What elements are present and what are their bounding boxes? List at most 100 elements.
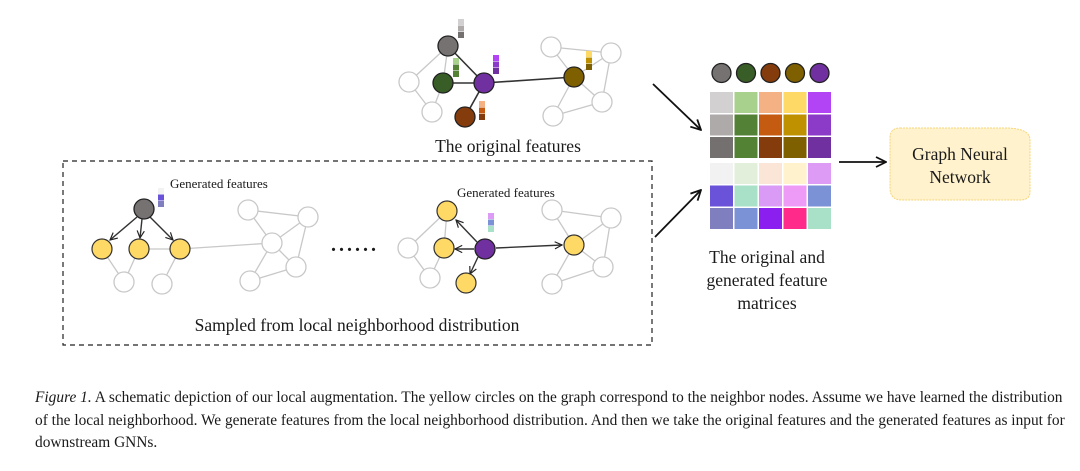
graph-node [541, 199, 563, 221]
generated-right-nodes [433, 200, 585, 294]
original-node-center-green [432, 72, 454, 94]
original-features-graph: The original features [398, 19, 622, 156]
generated-left-empty-nodes [113, 199, 319, 295]
neighbor-node [128, 238, 150, 260]
generated-right-arrows [455, 220, 562, 274]
feature-cell [453, 71, 459, 77]
center-node [474, 238, 496, 260]
feature-cell [479, 101, 485, 107]
feature-cell [158, 194, 164, 201]
generated-graph-right: Generated features [397, 185, 622, 295]
sampling-arrow [149, 216, 173, 240]
original-matrix-cell [783, 137, 807, 158]
graph-node [398, 71, 420, 93]
graph-node [397, 237, 419, 259]
neighbor-node [455, 272, 477, 294]
generated-matrix-cell [759, 208, 782, 229]
graph-node [421, 101, 443, 123]
graph-edge [483, 76, 575, 84]
original-matrix-cell [710, 92, 733, 113]
generated-features-label-right: Generated features [457, 185, 555, 200]
generated-matrix-cell [759, 185, 782, 207]
figure-label: Figure 1. [35, 389, 92, 406]
graph-node [600, 42, 622, 64]
graph-node [297, 206, 319, 228]
feature-vector-center-purple [493, 55, 499, 74]
generated-left-arrows [110, 216, 173, 240]
neighbor-node [91, 238, 113, 260]
graph-edge [179, 242, 273, 250]
neighbor-node [436, 200, 458, 222]
generated-matrix-cell [734, 163, 758, 184]
arrow-original-to-matrix [652, 83, 701, 130]
generated-features-label-left: Generated features [170, 176, 268, 191]
original-node-center-gray [437, 35, 459, 57]
gnn-box-shape [889, 127, 1031, 201]
feature-cell [479, 114, 485, 120]
sampling-arrow [110, 216, 138, 240]
arrow-generated-to-matrix [654, 190, 701, 238]
original-features-label: The original features [435, 136, 581, 156]
generated-matrix-cell [710, 208, 733, 229]
generated-matrix-cell [710, 185, 733, 207]
figure-caption: Figure 1. A schematic depiction of our l… [35, 387, 1075, 455]
gnn-label-line-1: Graph Neural [912, 144, 1008, 164]
graph-node [592, 256, 614, 278]
original-matrix-cell [808, 92, 831, 113]
original-matrix-cell [783, 114, 807, 136]
generated-left-nodes [91, 188, 191, 260]
original-node-center-olive [563, 66, 585, 88]
neighbor-node [169, 238, 191, 260]
matrix-cells [710, 92, 831, 229]
feature-cell [493, 61, 499, 68]
neighbor-node [563, 234, 585, 256]
generated-matrix-cell [759, 163, 782, 184]
generated-graph-left: Generated features [91, 176, 319, 295]
ellipsis: ...... [331, 234, 379, 256]
matrix-header-node [809, 62, 830, 84]
center-node [133, 198, 155, 220]
generated-matrix-cell [783, 185, 807, 207]
generated-matrix-cell [808, 208, 831, 229]
graph-node [261, 232, 283, 254]
graph-node [419, 267, 441, 289]
generated-matrix-cell [710, 163, 733, 184]
graph-node [542, 105, 564, 127]
gnn-box: Graph Neural Network [889, 127, 1031, 201]
feature-vector-center-brown [479, 101, 485, 120]
graph-node [151, 273, 173, 295]
feature-cell [453, 64, 459, 71]
graph-node [239, 270, 261, 292]
feature-cell [493, 55, 499, 61]
sampling-arrow [495, 245, 562, 248]
original-matrix-cell [734, 114, 758, 136]
original-graph-empty-nodes [398, 36, 622, 127]
feature-vector-center-olive [586, 51, 592, 70]
original-matrix-cell [710, 137, 733, 158]
matrix-header-nodes [711, 62, 830, 84]
generated-matrix-cell [783, 163, 807, 184]
generated-matrix-cell [808, 185, 831, 207]
original-matrix-cell [808, 137, 831, 158]
matrix-label-line-1: The original and [709, 247, 825, 267]
generated-matrix-cell [808, 163, 831, 184]
feature-cell [158, 201, 164, 207]
feature-cell [158, 188, 164, 194]
neighbor-node [433, 237, 455, 259]
feature-cell [586, 51, 592, 57]
feature-cell [479, 107, 485, 114]
matrix-header-node [784, 62, 806, 84]
original-matrix-cell [710, 114, 733, 136]
sampled-box-label: Sampled from local neighborhood distribu… [195, 315, 520, 335]
feature-matrix: The original and generated feature matri… [707, 62, 831, 313]
augmentation-diagram: The original features [62, 19, 1031, 346]
graph-node [113, 271, 135, 293]
generated-feature-vector-right [488, 213, 494, 232]
graph-node [285, 256, 307, 278]
original-matrix-cell [759, 92, 782, 113]
matrix-label-line-2: generated feature [707, 270, 828, 290]
original-node-center-brown [454, 106, 476, 128]
sampled-dashed-box [62, 160, 653, 346]
original-matrix-cell [759, 137, 782, 158]
graph-node [540, 36, 562, 58]
